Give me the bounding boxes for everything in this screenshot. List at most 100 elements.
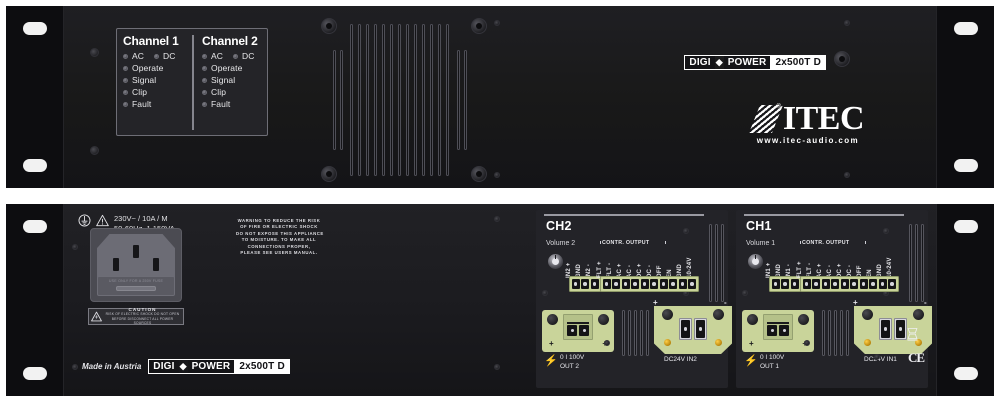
channel-2-fault-row: Fault [202, 99, 263, 109]
led-fault-label: Fault [211, 99, 231, 109]
terminal-hole[interactable] [840, 279, 849, 289]
fin [709, 224, 712, 302]
ch1-board [736, 210, 928, 388]
led-dc-label: DC [163, 51, 176, 61]
led-signal-indicator [202, 77, 207, 83]
high-voltage-bolt-icon: ⚡ [744, 355, 758, 367]
ch1-dc24v-connector[interactable] [879, 318, 907, 340]
ch1-speaker-output-block[interactable]: + + [742, 310, 814, 352]
led-operate-label: Operate [211, 63, 243, 73]
terminal-hole[interactable] [678, 279, 687, 289]
ch2-dc24v-connector[interactable] [679, 318, 707, 340]
speaker-voltage: 0 I 100V [760, 354, 785, 361]
terminal-hole[interactable] [590, 279, 599, 289]
channel-1-title: Channel 1 [123, 34, 179, 48]
ch2-dc24v-block[interactable] [654, 306, 732, 354]
grille-screw [321, 18, 337, 34]
ch1-speaker-connector[interactable] [763, 314, 793, 340]
terminal-hole[interactable] [790, 279, 799, 289]
led-ac-indicator [123, 53, 128, 59]
terminal-hole[interactable] [878, 279, 887, 289]
ch2-control-terminal-strip[interactable] [600, 276, 699, 292]
ce-mark: CE [907, 350, 925, 365]
terminal-hole[interactable] [688, 279, 696, 289]
terminal-hole[interactable] [802, 279, 811, 289]
vent-slot [457, 50, 460, 150]
terminal-hole[interactable] [631, 279, 639, 289]
grille-screw [321, 166, 337, 182]
iec-power-inlet[interactable]: USE ONLY FOR A 250V FUSE [90, 228, 182, 302]
led-clip-label: Clip [132, 87, 148, 97]
terminal-hole[interactable] [781, 279, 789, 289]
panel-screw [494, 20, 500, 26]
board-screw [683, 228, 689, 234]
vent-slot [390, 24, 393, 176]
terminal-hole[interactable] [812, 279, 820, 289]
terminal-hole[interactable] [831, 279, 839, 289]
connector-hole[interactable] [779, 325, 789, 336]
mains-voltage-line: 230V~ / 10A / M [114, 214, 168, 223]
terminal-hole[interactable] [821, 279, 830, 289]
ch2-volume-trimmer[interactable] [548, 254, 563, 269]
led-fault-label: Fault [132, 99, 152, 109]
rack-mount-hole [22, 367, 47, 380]
terminal-hole[interactable] [850, 279, 858, 289]
ch1-input-terminal-strip[interactable] [769, 276, 801, 292]
front-model-badge: DIGI ◆ POWER 2x500T D [684, 52, 826, 70]
led-dc-indicator [233, 53, 239, 59]
terminal-hole[interactable] [869, 279, 877, 289]
speaker-output-name: OUT 1 [760, 362, 780, 370]
terminal-hole[interactable] [571, 279, 580, 289]
dc-connector-pin[interactable] [694, 318, 707, 340]
rack-mount-hole [22, 159, 47, 172]
caution-text-block: CAUTION RISK OF ELECTRIC SHOCK DO NOT OP… [104, 307, 181, 325]
dc-status-led [715, 339, 722, 346]
dc-connector-pin[interactable] [894, 318, 907, 340]
fin [909, 224, 912, 302]
channel-indicator-panel: Channel 1 AC DC Operate Signal C [116, 28, 268, 136]
rack-ear-left [6, 6, 64, 188]
terminal-hole[interactable] [771, 279, 780, 289]
rack-ear-right [936, 6, 994, 188]
fin [822, 310, 825, 356]
terminal-hole[interactable] [581, 279, 589, 289]
fuse-drawer[interactable]: USE ONLY FOR A 250V FUSE [97, 276, 175, 296]
warning-triangle-icon [96, 214, 109, 227]
ch2-side-fins [709, 224, 724, 302]
dc-screw [913, 309, 924, 320]
connector-hole[interactable] [567, 325, 577, 336]
rear-panel: 230V~ / 10A / M 50-60Hz, 1.150VA USE ONL… [6, 204, 994, 396]
terminal-hole[interactable] [859, 279, 868, 289]
ch1-dc24v-block[interactable] [854, 306, 932, 354]
badge-brand-power: POWER [187, 360, 235, 373]
led-ac-indicator [202, 53, 207, 59]
terminal-hole[interactable] [621, 279, 630, 289]
led-fault-indicator [202, 101, 207, 107]
ch2-input-terminal-strip[interactable] [569, 276, 601, 292]
rack-mount-hole [22, 22, 47, 35]
vent-slot [430, 24, 433, 176]
ch2-dc24v-caption: DC24V IN2 [664, 356, 697, 363]
terminal-hole[interactable] [669, 279, 677, 289]
dc-connector-pin[interactable] [679, 318, 692, 340]
vent-slot [438, 24, 441, 176]
dc-status-led [915, 339, 922, 346]
connector-hole[interactable] [579, 325, 589, 336]
terminal-hole[interactable] [659, 279, 668, 289]
warning-line: CONNECTIONS PROPER, [247, 243, 311, 249]
ch2-speaker-connector[interactable] [563, 314, 593, 340]
dc-connector-pin[interactable] [879, 318, 892, 340]
terminal-hole[interactable] [612, 279, 620, 289]
connector-hole[interactable] [767, 325, 777, 336]
terminal-hole[interactable] [888, 279, 896, 289]
led-clip-indicator [123, 89, 128, 95]
diamond-icon: ◆ [715, 57, 723, 67]
ch1-volume-trimmer[interactable] [748, 254, 763, 269]
terminal-hole[interactable] [602, 279, 611, 289]
warning-text-block: WARNING TO REDUCE THE RISK OF FIRE OR EL… [236, 218, 323, 256]
ch1-control-terminal-strip[interactable] [800, 276, 899, 292]
terminal-hole[interactable] [650, 279, 658, 289]
fuse-note: USE ONLY FOR A 250V FUSE [108, 279, 164, 283]
terminal-hole[interactable] [640, 279, 649, 289]
ch2-speaker-output-block[interactable]: + + [542, 310, 614, 352]
